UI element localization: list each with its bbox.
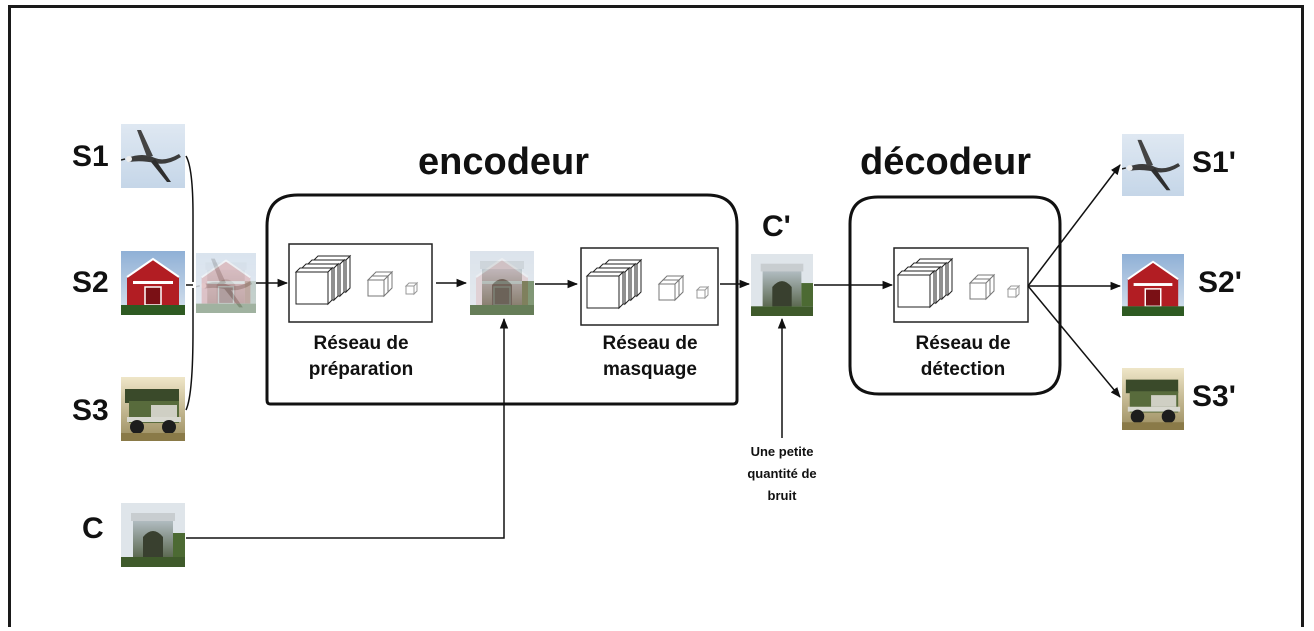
s1-image xyxy=(121,124,185,188)
arrow-to-s1-out xyxy=(1027,164,1121,287)
connectors xyxy=(185,155,1122,539)
mask-network-label-line1: Réseau de xyxy=(602,333,698,354)
encoder-title: encodeur xyxy=(418,141,590,183)
prepared-cover-image xyxy=(470,251,534,315)
s1-out-label: S1' xyxy=(1192,146,1236,179)
mask-network-label: Réseau de masquage xyxy=(575,331,725,383)
s2-out-label: S2' xyxy=(1198,266,1242,299)
prep-network-label: Réseau de préparation xyxy=(286,331,436,383)
merged-secrets-image xyxy=(196,253,256,313)
s1-label: S1 xyxy=(72,140,109,173)
c-image xyxy=(121,503,185,567)
s3-out-label: S3' xyxy=(1192,380,1236,413)
cover-line xyxy=(186,317,509,539)
detect-network-label: Réseau de détection xyxy=(888,331,1038,383)
s3-image xyxy=(121,377,185,441)
decoder-title: décodeur xyxy=(860,141,1032,183)
noise-note-line2: quantité de xyxy=(747,466,817,481)
s1-line xyxy=(185,155,194,282)
c-prime-label: C' xyxy=(762,210,791,243)
s2-out-image xyxy=(1122,254,1184,316)
s1-out-image xyxy=(1122,134,1184,196)
prep-network-label-line1: Réseau de xyxy=(313,333,409,354)
decoder-box xyxy=(848,195,1062,396)
c-prime-image xyxy=(751,254,813,316)
s2-label: S2 xyxy=(72,266,109,299)
noise-note-line1: Une petite xyxy=(750,444,814,459)
prep-network-label-line2: préparation xyxy=(308,359,414,380)
detect-network-label-line1: Réseau de xyxy=(915,333,1011,354)
s3-line xyxy=(185,288,194,411)
s3-out-image xyxy=(1122,368,1184,430)
noise-note-line3: bruit xyxy=(767,488,797,503)
s3-label: S3 xyxy=(72,394,109,427)
detect-network-label-line2: détection xyxy=(920,359,1006,380)
c-label: C xyxy=(82,512,104,545)
diagram-frame xyxy=(8,5,1304,627)
s2-image xyxy=(121,251,185,315)
encoder-box xyxy=(265,193,739,406)
arrow-to-s3-out xyxy=(1027,285,1121,398)
mask-network-label-line2: masquage xyxy=(603,359,697,380)
noise-note: Une petite quantité de bruit xyxy=(722,441,842,507)
